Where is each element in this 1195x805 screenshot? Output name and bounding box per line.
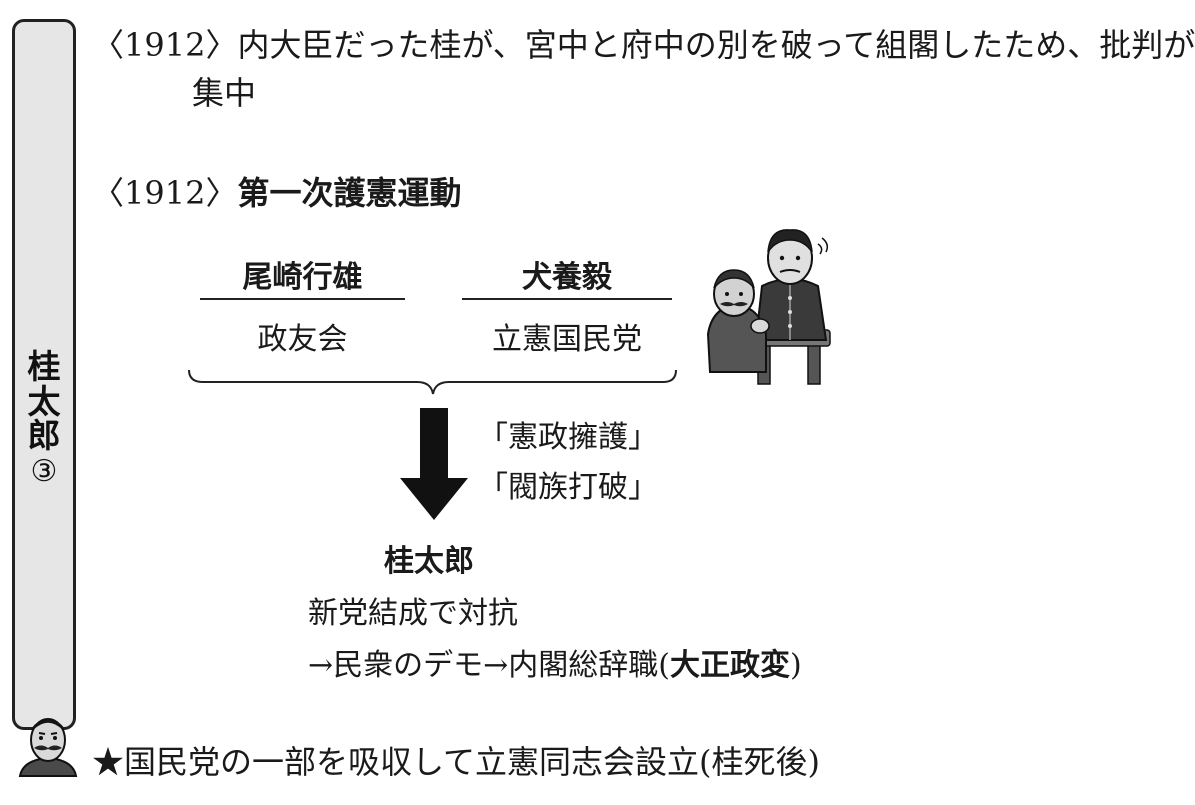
sidebar-title-char: 郎 bbox=[27, 416, 61, 456]
sidebar-panel: 桂 太 郎 ③ bbox=[12, 19, 76, 730]
sidebar-number: ③ bbox=[30, 453, 58, 489]
divider-left bbox=[200, 298, 405, 300]
result-line-1: 新党結成で対抗 bbox=[308, 596, 518, 631]
down-arrow-icon bbox=[400, 408, 468, 520]
party-name-left: 政友会 bbox=[257, 322, 348, 357]
section-title: 第一次護憲運動 bbox=[237, 174, 462, 212]
intro-line-continued: 集中 bbox=[192, 74, 257, 112]
section-heading: 〈1912〉第一次護憲運動 bbox=[92, 168, 461, 214]
two-politicians-illustration bbox=[706, 229, 831, 385]
sidebar-title-char: 桂 bbox=[27, 347, 61, 386]
brace-icon bbox=[188, 369, 677, 395]
intro-line: 〈1912〉内大臣だった桂が、宮中と府中の別を破って組閣したため、批判が bbox=[92, 26, 1195, 64]
party-name-right: 立憲国民党 bbox=[492, 322, 642, 357]
result-line-2: →民衆のデモ→内閣総辞職(大正政変) bbox=[308, 640, 802, 684]
leader-name-left: 尾崎行雄 bbox=[242, 260, 363, 295]
divider-right bbox=[462, 298, 672, 300]
sidebar-title-char: 太 bbox=[27, 381, 61, 421]
section-year: 〈1912〉 bbox=[92, 174, 238, 212]
result-line-2-suffix: ) bbox=[789, 648, 802, 683]
result-line-2-bold: 大正政変 bbox=[669, 648, 790, 683]
result-line-2-prefix: →民衆のデモ→内閣総辞職( bbox=[308, 648, 670, 683]
footer-note: ★国民党の一部を吸収して立憲同志会設立(桂死後) bbox=[92, 743, 821, 781]
leader-name-right: 犬養毅 bbox=[522, 260, 612, 295]
slogan-1: 「憲政擁護」 bbox=[478, 420, 658, 455]
result-name: 桂太郎 bbox=[384, 544, 474, 579]
katsura-portrait-icon bbox=[18, 718, 78, 777]
slogan-2: 「閥族打破」 bbox=[478, 470, 658, 505]
sidebar-title: 桂 太 郎 ③ bbox=[15, 347, 73, 489]
